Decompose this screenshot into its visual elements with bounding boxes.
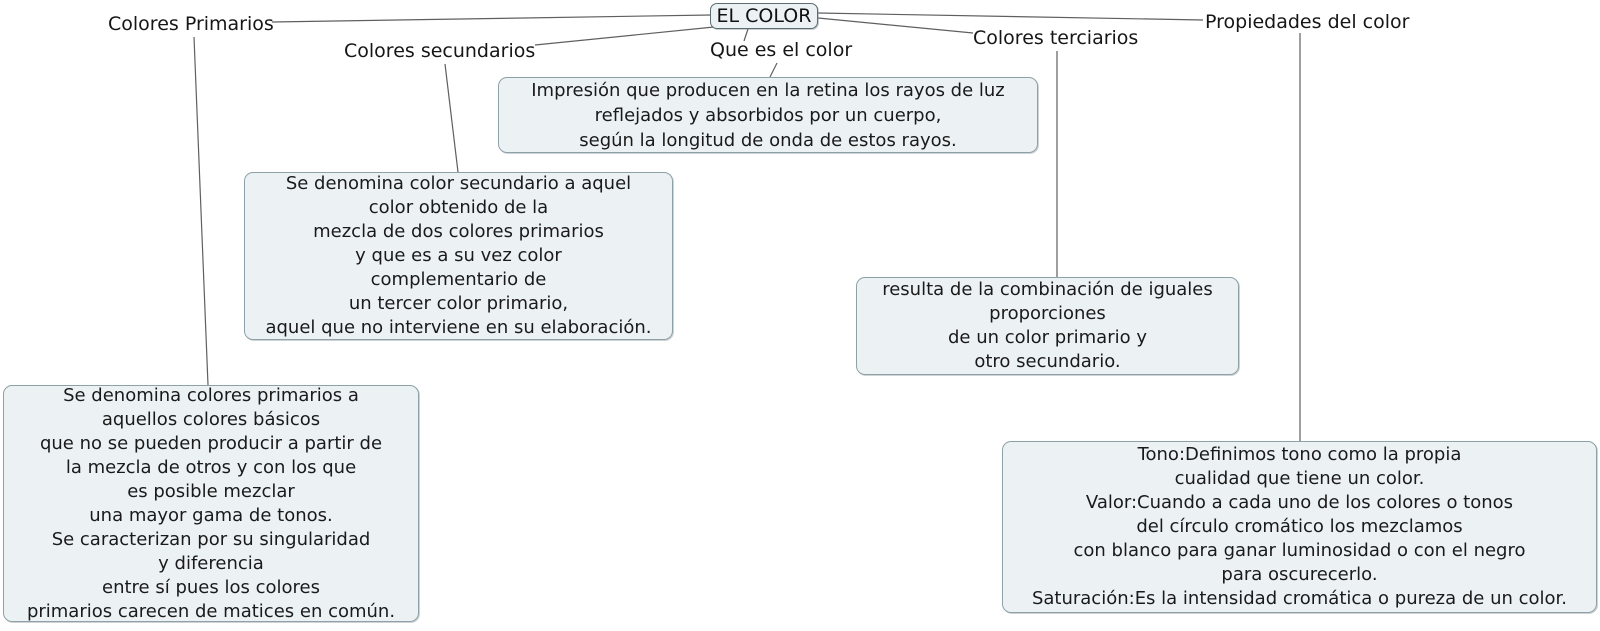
label-colores-secundarios[interactable]: Colores secundarios — [344, 40, 536, 62]
label-propiedades-del-color[interactable]: Propiedades del color — [1205, 11, 1410, 33]
link-secundarios-label-to-box — [444, 63, 459, 173]
concept-box-propiedades-del-color[interactable]: Tono:Definimos tono como la propia cuali… — [1002, 441, 1597, 613]
concept-box-que-es-el-color[interactable]: Impresión que producen en la retina los … — [498, 77, 1038, 153]
concept-box-colores-secundarios[interactable]: Se denomina color secundario a aquel col… — [244, 172, 673, 340]
link-quees-label-to-box — [769, 62, 778, 78]
link-primarios-label-to-box — [193, 36, 209, 386]
link-root-to-primarios-label — [271, 14, 712, 23]
link-root-to-propiedades-label — [817, 12, 1204, 21]
concept-box-colores-terciarios[interactable]: resulta de la combinación de iguales pro… — [856, 277, 1239, 375]
label-que-es-el-color[interactable]: Que es el color — [710, 39, 853, 61]
concept-box-colores-primarios[interactable]: Se denomina colores primarios a aquellos… — [3, 385, 419, 622]
root-node-el-color[interactable]: EL COLOR — [710, 3, 818, 29]
link-root-to-terciarios-label — [817, 17, 974, 34]
label-colores-terciarios[interactable]: Colores terciarios — [973, 27, 1139, 49]
label-colores-primarios[interactable]: Colores Primarios — [108, 13, 274, 35]
link-root-to-secundarios-label — [534, 26, 715, 46]
root-node-label: EL COLOR — [716, 5, 812, 27]
